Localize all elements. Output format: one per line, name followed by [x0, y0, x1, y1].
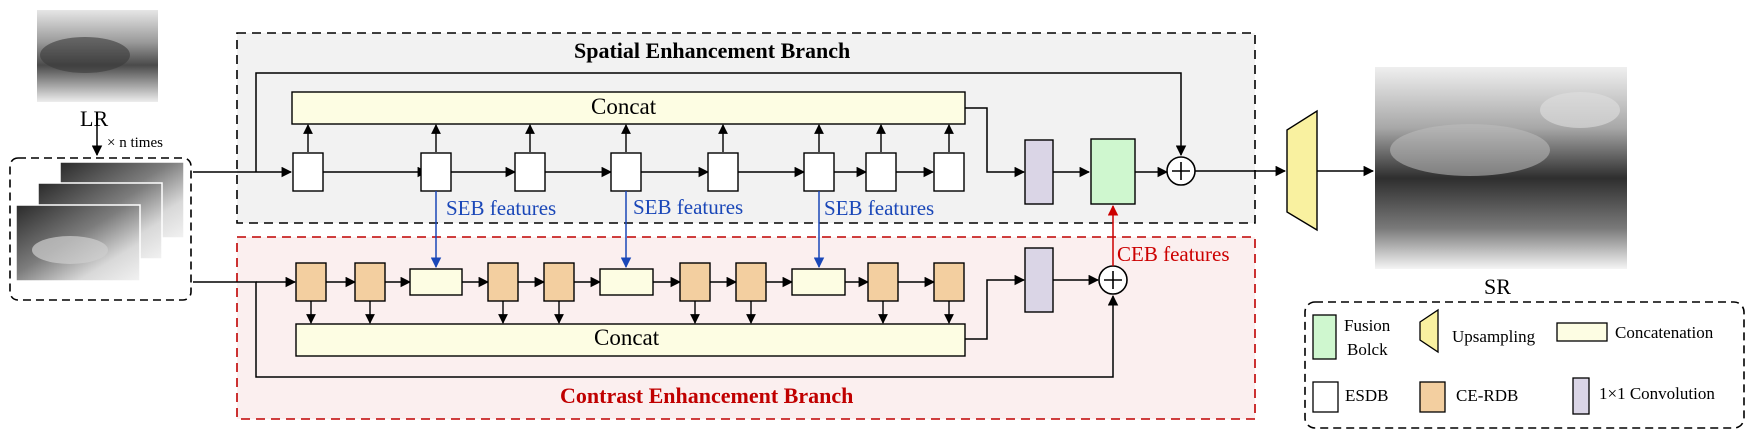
- seb-conv-block: [1024, 139, 1054, 205]
- esdb-block: [514, 152, 546, 192]
- legend-esdb-swatch: [1312, 381, 1339, 413]
- lr-image-cloud: [40, 37, 130, 73]
- esdb-block: [933, 152, 965, 192]
- seb-concat-out-arrow: [965, 107, 1026, 178]
- seb-feature-label-2: SEB features: [633, 195, 744, 219]
- legend-concatenation-swatch: [1556, 322, 1608, 342]
- legend-conv-swatch: [1572, 377, 1590, 415]
- ceb-concatenation-block: [599, 268, 654, 296]
- esdb-block: [803, 152, 835, 192]
- ceb-title: Contrast Enhancement Branch: [560, 383, 854, 408]
- ce-rdb-block: [354, 262, 386, 302]
- ceb-concatenation-block: [409, 268, 463, 296]
- legend-fusion-swatch: [1312, 314, 1337, 360]
- legend-concatenation-label: Concatenation: [1615, 323, 1714, 342]
- esdb-block: [865, 152, 897, 192]
- legend-conv-label: 1×1 Convolution: [1599, 384, 1715, 403]
- input-frame-cloud: [32, 236, 108, 264]
- legend-fusion-label-2: Bolck: [1347, 340, 1388, 359]
- esdb-block: [292, 152, 324, 192]
- legend-fusion-label-1: Fusion: [1344, 316, 1391, 335]
- lr-label: LR: [80, 106, 109, 131]
- seb-concat-label: Concat: [591, 94, 657, 119]
- repeat-label: × n times: [107, 135, 163, 151]
- legend-box: [1304, 301, 1745, 429]
- seb-title: Spatial Enhancement Branch: [574, 38, 851, 63]
- legend-ce-rdb-label: CE-RDB: [1456, 386, 1519, 405]
- fusion-block: [1090, 138, 1136, 205]
- esdb-block: [707, 152, 739, 192]
- seb-panel: [236, 32, 1256, 224]
- ceb-concat-block: [295, 323, 966, 357]
- ceb-concat-out-arrow: [965, 274, 1026, 340]
- esdb-block: [420, 152, 452, 192]
- ce-rdb-block: [679, 262, 711, 302]
- ce-rdb-block: [295, 262, 327, 302]
- sr-image-cloud: [1540, 92, 1620, 128]
- ce-rdb-block: [867, 262, 899, 302]
- input-stack-border: [9, 157, 192, 301]
- esdb-block: [610, 152, 642, 192]
- ce-rdb-block: [543, 262, 575, 302]
- legend-upsampling-label: Upsampling: [1452, 327, 1536, 346]
- legend-esdb-label: ESDB: [1345, 386, 1389, 405]
- ceb-concatenation-block: [791, 268, 846, 296]
- ce-rdb-block: [487, 262, 519, 302]
- seb-skip-connection: [255, 72, 1187, 172]
- ce-rdb-block: [735, 262, 767, 302]
- legend-ce-rdb-swatch: [1419, 381, 1446, 413]
- sr-image-cloud: [1390, 124, 1550, 176]
- ceb-conv-block: [1024, 247, 1054, 313]
- seb-concat-block: [291, 91, 966, 125]
- ceb-input-line: [193, 281, 1119, 378]
- ceb-feature-label: CEB features: [1117, 242, 1230, 266]
- seb-feature-label-3: SEB features: [824, 196, 935, 220]
- legend-upsampling-swatch: [1419, 308, 1439, 354]
- seb-feature-label-1: SEB features: [446, 196, 557, 220]
- sr-label: SR: [1484, 274, 1511, 299]
- ce-rdb-block: [933, 262, 965, 302]
- upsampling-block: [1286, 109, 1318, 232]
- ceb-concat-label: Concat: [594, 325, 660, 350]
